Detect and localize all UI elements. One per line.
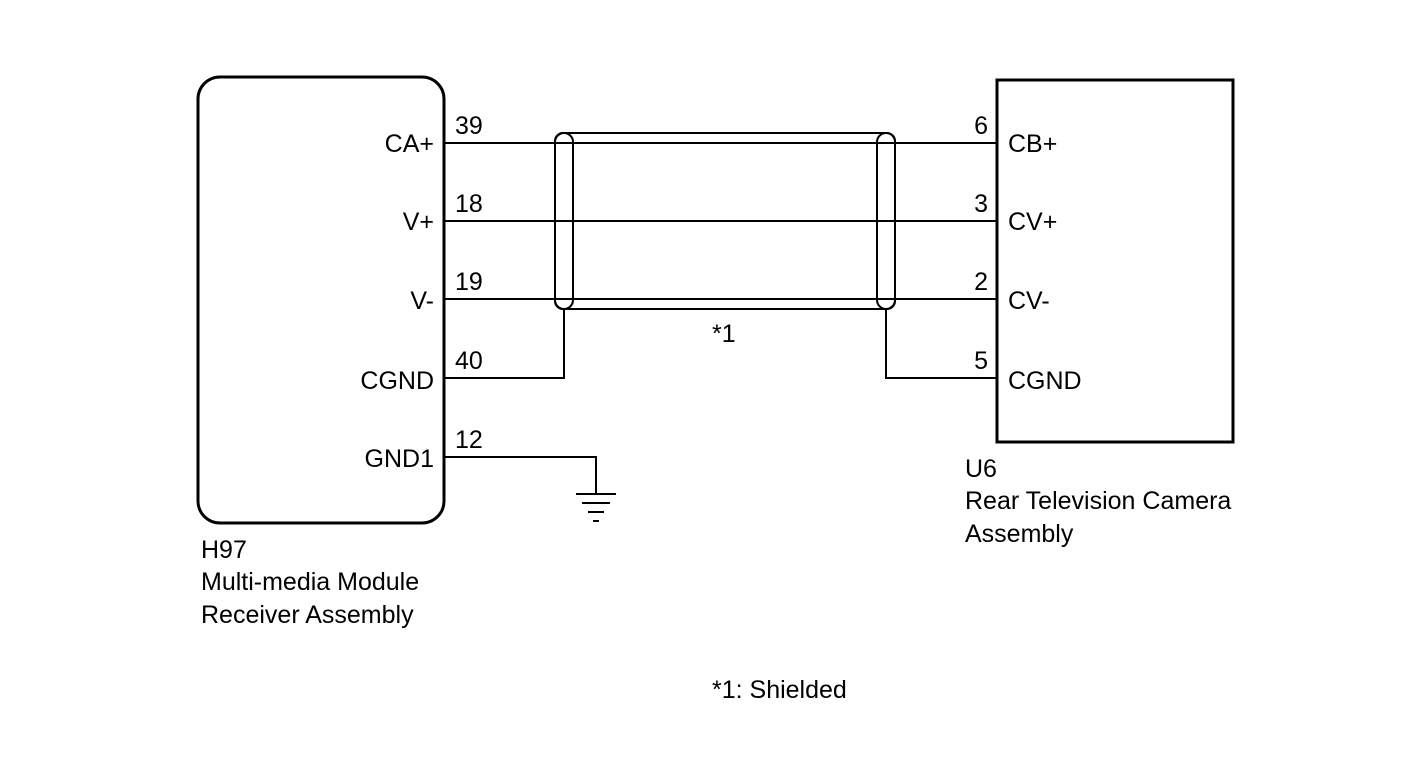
terminal-label-cgnd-right: CGND bbox=[1008, 367, 1082, 395]
pin-number-3: 3 bbox=[974, 190, 988, 218]
wire-cgnd-right bbox=[885, 309, 997, 379]
camera-assembly-box bbox=[995, 78, 1235, 444]
shield-marker: *1 bbox=[712, 320, 736, 348]
pin-number-18: 18 bbox=[455, 190, 483, 218]
terminal-label-v-minus: V- bbox=[410, 287, 434, 315]
pin-number-12: 12 bbox=[455, 426, 483, 454]
terminal-label-cgnd-left: CGND bbox=[360, 367, 434, 395]
pin-number-5: 5 bbox=[974, 347, 988, 375]
camera-id: U6 bbox=[965, 455, 997, 483]
pin-number-6: 6 bbox=[974, 112, 988, 140]
pin-number-19: 19 bbox=[455, 268, 483, 296]
terminal-label-ca-plus: CA+ bbox=[385, 130, 434, 158]
receiver-id: H97 bbox=[201, 536, 247, 564]
terminal-label-cv-plus: CV+ bbox=[1008, 208, 1057, 236]
pin-number-39: 39 bbox=[455, 112, 483, 140]
pin-number-2: 2 bbox=[974, 268, 988, 296]
receiver-name-line2: Receiver Assembly bbox=[201, 601, 414, 629]
pin-number-40: 40 bbox=[455, 347, 483, 375]
camera-name-line1: Rear Television Camera bbox=[965, 487, 1231, 515]
camera-name-line2: Assembly bbox=[965, 520, 1074, 548]
terminal-label-gnd1: GND1 bbox=[365, 445, 434, 473]
terminal-label-cv-minus: CV- bbox=[1008, 287, 1050, 315]
legend-note: *1: Shielded bbox=[712, 676, 847, 704]
terminal-label-cb-plus: CB+ bbox=[1008, 130, 1057, 158]
wire-cgnd-left bbox=[444, 309, 565, 379]
ground-symbol-icon bbox=[576, 493, 616, 522]
receiver-name-line1: Multi-media Module bbox=[201, 568, 419, 596]
wire-gnd1 bbox=[444, 456, 597, 493]
terminal-label-v-plus: V+ bbox=[403, 208, 434, 236]
